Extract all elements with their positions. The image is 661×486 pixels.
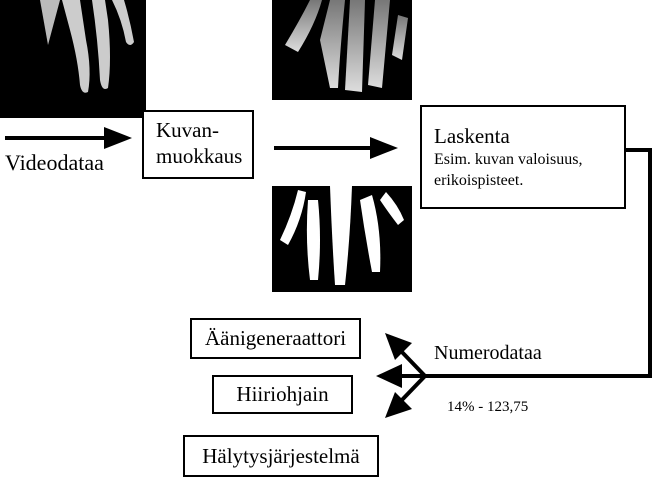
processing-line2: muokkaus [156, 144, 243, 168]
processed-grey-hand-image [272, 0, 412, 100]
output-sound-generator: Äänigeneraattori [190, 318, 361, 359]
output-label: Numerodataa [434, 342, 542, 364]
calculation-line2: erikoispisteet. [434, 172, 524, 189]
processing-arrow [274, 137, 398, 159]
output-alarm-system: Hälytysjärjestelmä [183, 435, 379, 477]
hand-video-frame-image [0, 0, 146, 118]
calculation-line1: Esim. kuvan valoisuus, [434, 151, 583, 168]
image-processing-box: Kuvan- muokkaus [142, 110, 254, 179]
processing-line1: Kuvan- [156, 118, 219, 142]
calculation-box: Laskenta Esim. kuvan valoisuus, erikoisp… [420, 105, 626, 209]
input-arrow [5, 127, 132, 149]
output-example: 14% - 123,75 [447, 399, 529, 415]
output-connector [376, 148, 652, 418]
output-mouse-controller: Hiiriohjain [212, 375, 353, 414]
calculation-title: Laskenta [434, 124, 510, 148]
input-label: Videodataa [5, 150, 104, 175]
binary-hand-image [272, 186, 412, 292]
